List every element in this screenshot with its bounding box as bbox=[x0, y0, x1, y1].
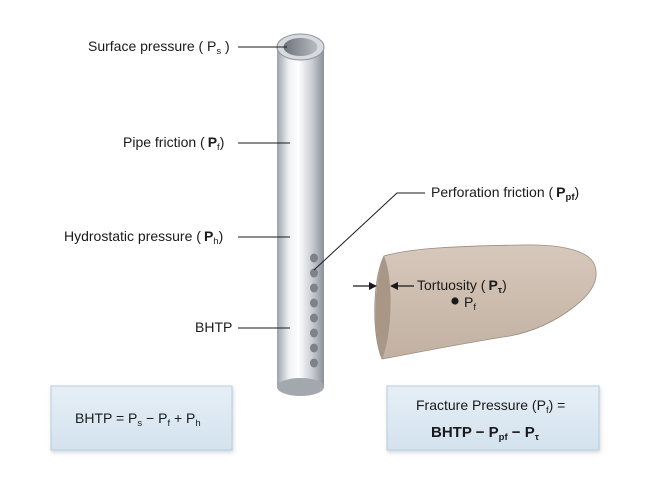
equation-fracture-line1: Fracture Pressure (Pf) = bbox=[416, 397, 565, 416]
pipe-bottom bbox=[277, 378, 324, 396]
arrow-left-head bbox=[369, 282, 377, 290]
label-hydrostatic-pressure: Hydrostatic pressure (Ph) bbox=[64, 228, 223, 247]
perforations bbox=[310, 253, 318, 368]
leader-perforation bbox=[313, 192, 425, 271]
fracture-face bbox=[375, 256, 391, 359]
equation-box-bhtp: BHTP = Ps − Pf + Ph bbox=[50, 385, 233, 451]
equation-box-fracture: Fracture Pressure (Pf) = BHTP − Ppf − Pτ bbox=[386, 385, 600, 451]
perforation-hole bbox=[310, 343, 318, 353]
perforation-hole bbox=[310, 253, 318, 263]
fracture bbox=[374, 244, 597, 360]
pipe bbox=[276, 33, 325, 396]
equation-box-fracture-bg bbox=[386, 385, 600, 451]
perforation-hole bbox=[310, 268, 318, 278]
fracture-body bbox=[374, 244, 597, 360]
fracture-point-dot bbox=[451, 297, 459, 305]
label-surface-pressure: Surface pressure ( Ps ) bbox=[88, 38, 230, 57]
perforation-hole bbox=[310, 358, 318, 368]
arrow-right-head bbox=[390, 282, 398, 290]
label-fracture-point: Pf bbox=[464, 294, 476, 313]
perforation-hole bbox=[310, 328, 318, 338]
label-tortuosity: Tortuosity (Pτ) bbox=[417, 277, 507, 296]
equation-box-bhtp-bg bbox=[50, 385, 233, 451]
label-perforation-friction: Perforation friction (Ppf) bbox=[431, 184, 579, 203]
perforation-hole bbox=[310, 313, 318, 323]
perforation-hole bbox=[310, 298, 318, 308]
leader-lines bbox=[238, 46, 425, 329]
pipe-bore bbox=[283, 38, 318, 56]
tortuosity-arrows bbox=[353, 282, 414, 290]
equation-fracture-line2: BHTP − Ppf − Pτ bbox=[431, 424, 540, 443]
perforation-hole bbox=[310, 283, 318, 293]
label-pipe-friction: Pipe friction (Pf) bbox=[123, 134, 224, 153]
label-bhtp: BHTP bbox=[195, 319, 232, 335]
equation-bhtp: BHTP = Ps − Pf + Ph bbox=[75, 410, 201, 429]
